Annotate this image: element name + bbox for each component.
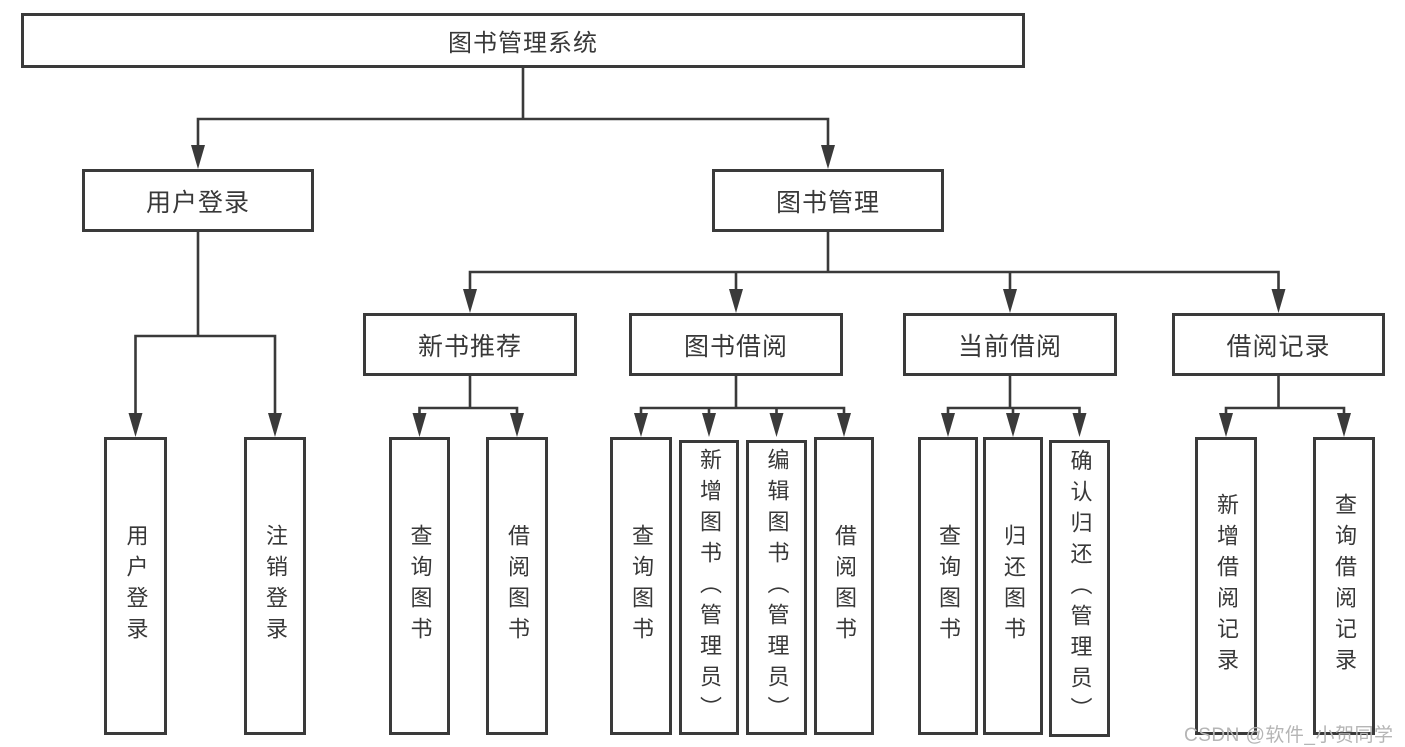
leaf-query-borrow-record-label: 查询借阅记录 (1332, 493, 1357, 679)
leaf-query-books-current: 查询图书 (918, 437, 978, 735)
leaf-confirm-return-admin-label: 确认归还（管理员） (1067, 449, 1093, 728)
leaf-return-book: 归还图书 (983, 437, 1043, 735)
leaf-borrow-books-recommend-label: 借阅图书 (505, 524, 530, 648)
leaf-add-book-admin-label: 新增图书（管理员） (697, 448, 722, 727)
node-user-login: 用户登录 (82, 169, 314, 232)
leaf-add-borrow-record-label: 新增借阅记录 (1214, 493, 1239, 679)
leaf-query-books-recommend: 查询图书 (389, 437, 450, 735)
leaf-query-books-current-label: 查询图书 (936, 524, 961, 648)
node-book-borrowing: 图书借阅 (629, 313, 843, 376)
arrowheads (128, 145, 1351, 437)
node-root: 图书管理系统 (21, 13, 1025, 68)
leaf-user-login-label: 用户登录 (123, 524, 149, 648)
leaf-borrow-books-recommend: 借阅图书 (486, 437, 548, 735)
leaf-confirm-return-admin: 确认归还（管理员） (1049, 440, 1110, 737)
node-new-book-recommend: 新书推荐 (363, 313, 577, 376)
leaf-logout: 注销登录 (244, 437, 306, 735)
leaf-user-login: 用户登录 (104, 437, 167, 735)
leaf-edit-book-admin-label: 编辑图书（管理员） (764, 448, 790, 727)
node-root-label: 图书管理系统 (448, 30, 598, 57)
node-book-borrowing-label: 图书借阅 (683, 332, 788, 361)
node-user-login-label: 用户登录 (145, 188, 250, 217)
leaf-logout-label: 注销登录 (263, 524, 288, 648)
node-book-management: 图书管理 (712, 169, 944, 232)
leaf-add-book-admin: 新增图书（管理员） (679, 440, 739, 735)
watermark: CSDN @软件_小贺同学 (1184, 725, 1394, 746)
leaf-query-books-recommend-label: 查询图书 (407, 524, 433, 648)
node-borrowing-records: 借阅记录 (1172, 313, 1385, 376)
leaf-borrow-books-borrowing-label: 借阅图书 (832, 524, 857, 648)
leaf-add-borrow-record: 新增借阅记录 (1195, 437, 1257, 735)
leaf-query-books-borrowing-label: 查询图书 (629, 524, 654, 648)
node-book-management-label: 图书管理 (775, 188, 880, 217)
leaf-borrow-books-borrowing: 借阅图书 (814, 437, 874, 735)
leaf-return-book-label: 归还图书 (1001, 524, 1026, 648)
node-borrowing-records-label: 借阅记录 (1226, 332, 1331, 361)
leaf-query-books-borrowing: 查询图书 (610, 437, 672, 735)
leaf-edit-book-admin: 编辑图书（管理员） (746, 440, 807, 735)
node-new-book-recommend-label: 新书推荐 (417, 332, 522, 361)
leaf-query-borrow-record: 查询借阅记录 (1313, 437, 1375, 735)
node-current-borrowing: 当前借阅 (903, 313, 1117, 376)
node-current-borrowing-label: 当前借阅 (957, 332, 1062, 361)
